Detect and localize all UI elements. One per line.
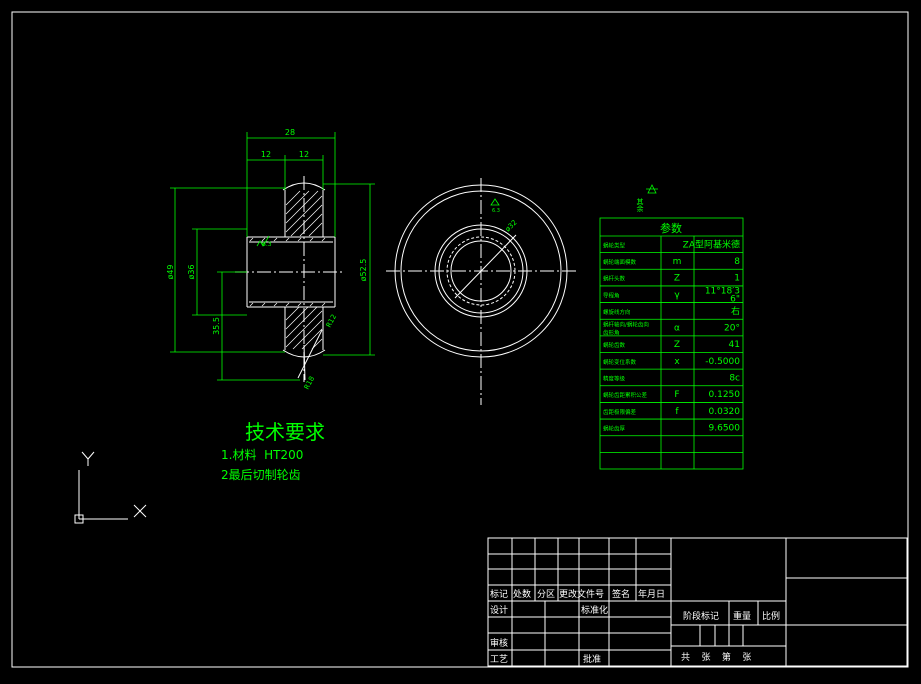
requirements-title: 技术要求 (245, 420, 325, 444)
title-block-labels: 标记 处数 分区 更改文件号 签名 年月日 设计 标准化 阶段标记 重量 比例 … (490, 588, 780, 665)
param-value: -0.5000 (705, 357, 740, 367)
title-block (487, 537, 908, 667)
param-name: 齿形角 (603, 329, 620, 337)
tb-review: 审核 (490, 637, 508, 649)
roughness-front-value: 6.3 (492, 208, 500, 214)
roughness-symbol-front (490, 198, 500, 206)
param-name: 导程角 (603, 291, 620, 299)
sheet-border (11, 11, 909, 668)
param-value: 0.0320 (709, 407, 741, 417)
tb-change-doc: 更改文件号 (559, 588, 604, 600)
param-symbol: f (675, 407, 679, 417)
tb-scale: 比例 (762, 610, 780, 622)
param-name: 蜗轮端面模数 (603, 258, 637, 266)
roughness-other-symbol (646, 184, 658, 194)
roughness-bore: 6.3 (262, 241, 272, 248)
requirement-item-1: 1.材料 HT200 (221, 448, 304, 462)
param-value: 6" (730, 294, 740, 304)
tb-standardize: 标准化 (581, 604, 608, 616)
section-view (235, 176, 345, 382)
roughness-other-label: 其余 (636, 198, 644, 213)
tb-count: 处数 (513, 588, 531, 600)
roughness-symbol-bore (256, 235, 270, 247)
tb-date: 年月日 (638, 588, 665, 600)
tb-sheets: 共 张 第 张 (681, 651, 751, 663)
param-name: 齿距极限偏差 (603, 408, 637, 416)
param-value: 11°18′3 (705, 286, 740, 296)
dim-bore-dia: ø32 (504, 218, 519, 233)
dim-35-5: 35.5 (212, 317, 221, 335)
ucs-icon (74, 451, 147, 524)
param-value: 0.1250 (709, 390, 741, 400)
params-table (599, 217, 744, 470)
param-value: 9.6500 (709, 423, 741, 433)
param-value: 1 (734, 274, 740, 284)
requirement-item-2: 2最后切制轮齿 (221, 468, 301, 482)
tb-sign: 签名 (612, 588, 630, 600)
dimension-lines (170, 132, 375, 381)
param-value: 41 (729, 340, 740, 350)
param-value: 8c (729, 373, 740, 383)
dim-12-left: 12 (261, 150, 271, 159)
param-name: 蜗轮变位系数 (603, 358, 637, 366)
param-value: 右 (731, 305, 740, 317)
tb-zone: 分区 (537, 589, 555, 600)
dim-dia-52-5: ø52.5 (359, 259, 368, 282)
param-name: 蜗杆轴向/蜗轮齿向 (603, 321, 649, 329)
param-name: 螺旋线方向 (603, 308, 631, 316)
param-value: 8 (734, 257, 740, 267)
dim-dia-36: ø36 (187, 264, 196, 279)
param-symbol: α (674, 324, 680, 334)
tb-weight: 重量 (733, 610, 751, 622)
param-name: 蜗轮齿距累积公差 (603, 391, 648, 399)
param-name: 蜗轮齿厚 (603, 424, 626, 432)
tb-mark: 标记 (490, 588, 508, 600)
param-symbol: γ (674, 290, 680, 300)
param-symbol: Z (674, 274, 680, 284)
params-header: 参数 (660, 221, 682, 235)
param-name: 精度等级 (603, 374, 626, 382)
dim-28: 28 (285, 128, 295, 137)
param-symbol: x (674, 357, 680, 367)
param-name: 蜗轮类型 (603, 241, 626, 249)
tb-process: 工艺 (490, 654, 508, 665)
dim-12-right: 12 (299, 150, 309, 159)
param-symbol: m (673, 257, 682, 267)
param-value: ZA型阿基米德 (683, 238, 740, 250)
tb-approve: 批准 (583, 653, 601, 665)
param-name: 蜗杆头数 (603, 275, 626, 283)
param-symbol: F (674, 390, 679, 400)
front-view (386, 178, 576, 405)
param-name: 蜗轮齿数 (603, 341, 626, 349)
param-symbol: Z (674, 340, 680, 350)
tb-stage-mark: 阶段标记 (683, 610, 719, 622)
dim-r12: R12 (325, 313, 339, 329)
tb-design: 设计 (490, 604, 508, 616)
dim-dia-49: ø49 (166, 264, 175, 279)
param-value: 20° (724, 324, 740, 334)
